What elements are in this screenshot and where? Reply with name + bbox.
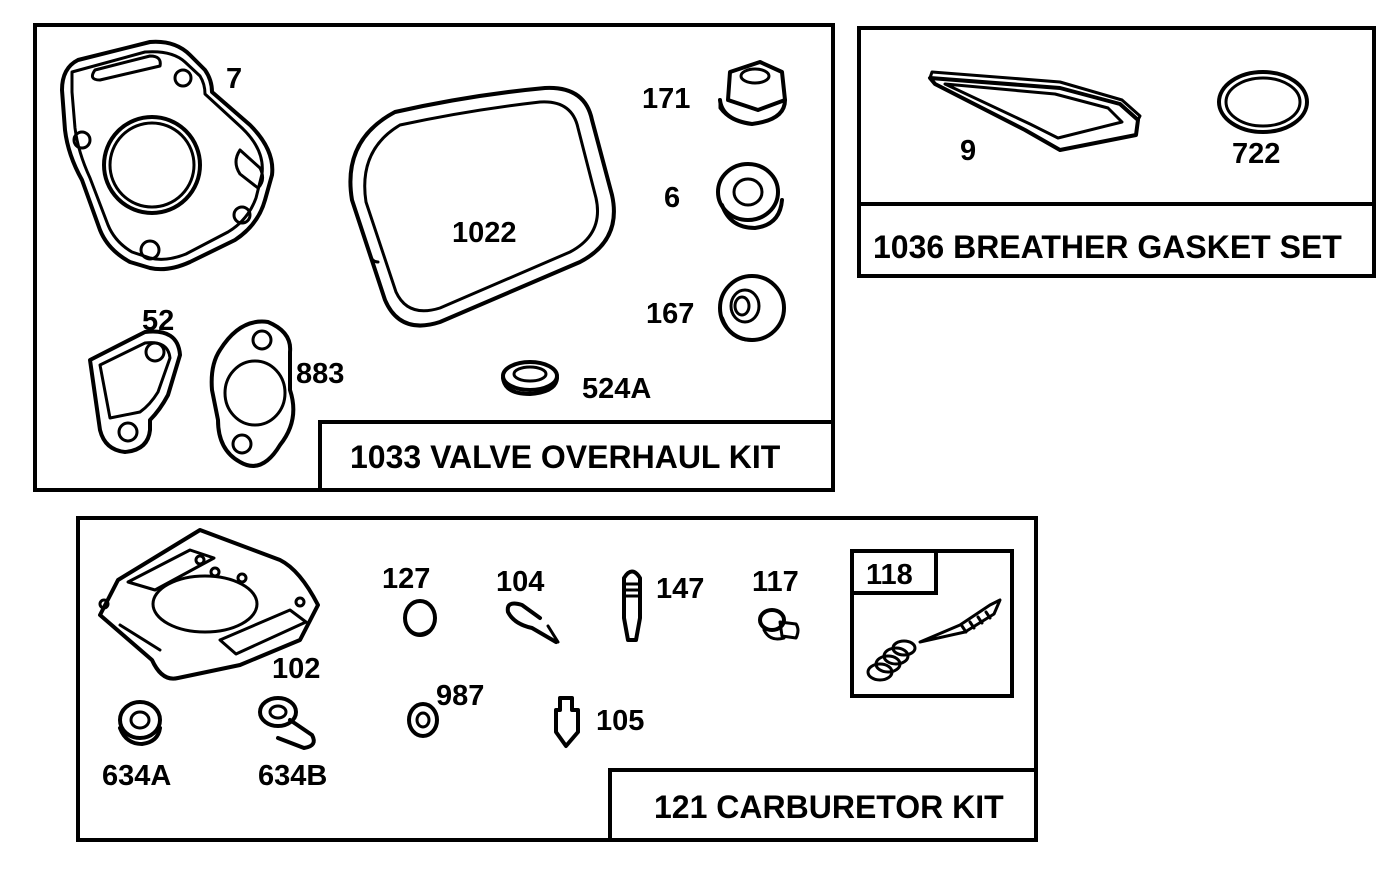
valve-kit-title: 1033 VALVE OVERHAUL KIT (350, 439, 781, 475)
subkit-118-label-box (850, 549, 938, 595)
part-label-102: 102 (272, 653, 320, 685)
valve-cover-gasket-drawing (348, 85, 616, 328)
valve-overhaul-kit-panel: 1033 VALVE OVERHAUL KIT 7 1022 (33, 23, 835, 492)
screw-117-drawing (758, 608, 800, 641)
part-label-987: 987 (436, 680, 484, 712)
o-ring-722-drawing (1217, 70, 1309, 134)
part-label-104: 104 (496, 566, 544, 598)
bushing-634b-drawing (258, 696, 316, 750)
breather-set-frame (857, 26, 1376, 278)
valve-kit-title-box (318, 420, 835, 492)
cap-167-drawing (718, 274, 786, 342)
pin-104-drawing (505, 601, 560, 644)
nut-drawing (718, 60, 787, 126)
breather-set-title: 1036 BREATHER GASKET SET (873, 229, 1342, 265)
plug-127-drawing (403, 599, 437, 637)
part-label-6: 6 (664, 182, 680, 214)
part-label-722: 722 (1232, 138, 1280, 170)
needle-147-drawing (622, 569, 642, 642)
part-label-105: 105 (596, 705, 644, 737)
gasket-52-drawing (88, 329, 182, 454)
seal-634a-drawing (118, 700, 162, 746)
part-label-117: 117 (752, 566, 799, 598)
carburetor-kit-frame (76, 516, 1038, 842)
breather-gasket-drawing (928, 70, 1142, 152)
part-label-634b: 634B (258, 760, 327, 792)
part-label-171: 171 (642, 83, 690, 115)
carburetor-kit-title-box (608, 768, 1038, 842)
head-gasket-drawing (60, 39, 275, 272)
part-label-9: 9 (960, 135, 976, 167)
part-label-634a: 634A (102, 760, 171, 792)
mixture-screw-drawing (918, 598, 1002, 644)
part-label-167: 167 (646, 298, 694, 330)
part-label-52: 52 (142, 305, 174, 337)
part-label-7: 7 (226, 63, 242, 95)
breather-gasket-set-panel: 1036 BREATHER GASKET SET 9 722 (857, 26, 1376, 278)
carburetor-kit-title: 121 CARBURETOR KIT (654, 789, 1004, 825)
part-label-524a: 524A (582, 373, 651, 405)
part-label-127: 127 (382, 563, 430, 595)
valve-105-drawing (554, 696, 580, 748)
carburetor-kit-panel: 121 CARBURETOR KIT 118 (76, 516, 1038, 842)
part-label-883: 883 (296, 358, 344, 390)
part-label-147: 147 (656, 573, 704, 605)
spring-drawing (866, 639, 917, 682)
washer-987-drawing (407, 702, 439, 738)
subkit-118-label: 118 (866, 559, 913, 591)
part-label-1022: 1022 (452, 217, 517, 249)
carb-gasket-102-drawing (98, 528, 320, 681)
subkit-118: 118 (850, 549, 1014, 698)
seal-524a-drawing (501, 360, 559, 396)
gasket-883-drawing (209, 319, 296, 468)
seal-6-drawing (716, 162, 784, 230)
